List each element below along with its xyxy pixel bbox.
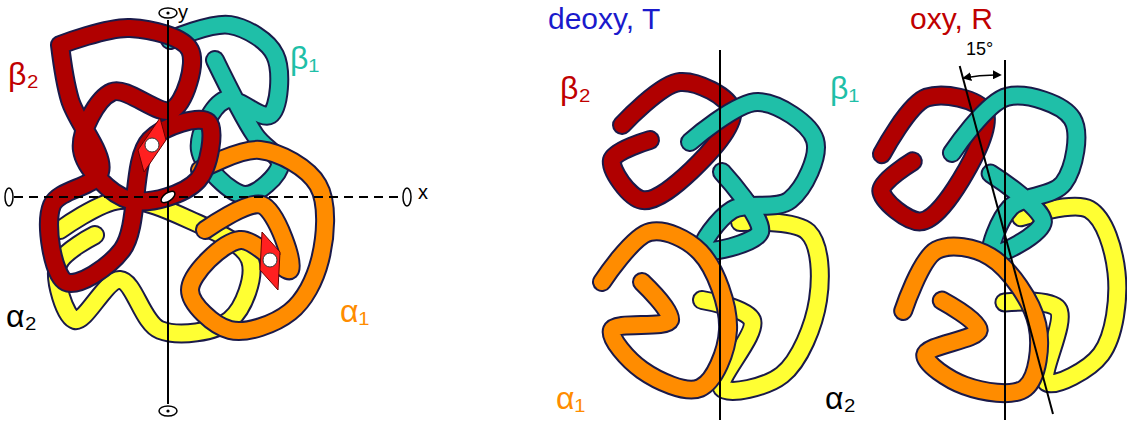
chain-tube: [690, 102, 816, 251]
axis-label: x: [418, 182, 428, 202]
subunit-label: α₁: [556, 382, 585, 414]
chain-outline: [49, 28, 211, 283]
symmetry-axes: [5, 8, 411, 416]
subunit-label: β₁: [290, 42, 319, 74]
chain-outline: [612, 82, 733, 200]
chain-outline: [942, 82, 1102, 259]
angle-arc: [964, 75, 1000, 78]
oxy-side-view: [851, 61, 1127, 416]
subunit-label: α₂: [825, 382, 856, 414]
angle-label: 15°: [966, 40, 993, 58]
subunit-label: β₂: [560, 72, 591, 104]
subunit-label: β₁: [830, 72, 859, 104]
subunit-label: α₁: [340, 295, 369, 327]
tetramer-front-view: [49, 25, 325, 334]
chain-tube: [49, 28, 211, 283]
chain-outline: [690, 102, 816, 251]
chain-tube: [942, 82, 1102, 259]
chain-tube: [612, 82, 733, 200]
axis-label: y: [178, 2, 188, 22]
state-title: deoxy, T: [548, 4, 660, 34]
subunit-label: β₂: [8, 58, 39, 90]
heme-groups: [138, 118, 280, 290]
chain-outline: [602, 231, 728, 389]
deoxy-side-view: [602, 82, 820, 391]
subunit-label: α₂: [6, 300, 37, 332]
chain-tube: [602, 231, 728, 389]
tilted-axis-line: [960, 66, 1053, 414]
axis-line: [719, 50, 721, 420]
state-title: oxy, R: [910, 4, 993, 34]
